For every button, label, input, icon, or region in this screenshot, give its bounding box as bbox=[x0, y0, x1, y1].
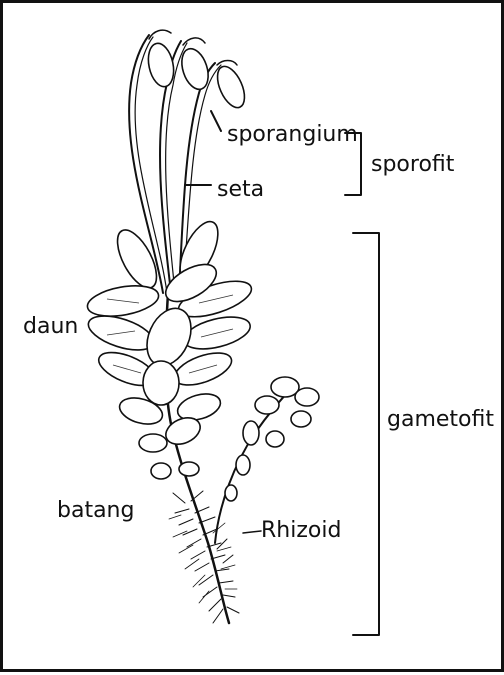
label-sporangium: sporangium bbox=[227, 122, 358, 147]
label-rhizoid: Rhizoid bbox=[261, 518, 341, 543]
moss-diagram: sporangium seta sporofit daun gametofit … bbox=[3, 3, 504, 675]
label-gametofit: gametofit bbox=[387, 407, 494, 432]
label-sporofit: sporofit bbox=[371, 152, 455, 177]
label-daun: daun bbox=[23, 314, 78, 339]
rhizoid-hairs bbox=[169, 491, 239, 623]
label-batang: batang bbox=[57, 498, 134, 523]
label-seta: seta bbox=[217, 177, 264, 202]
